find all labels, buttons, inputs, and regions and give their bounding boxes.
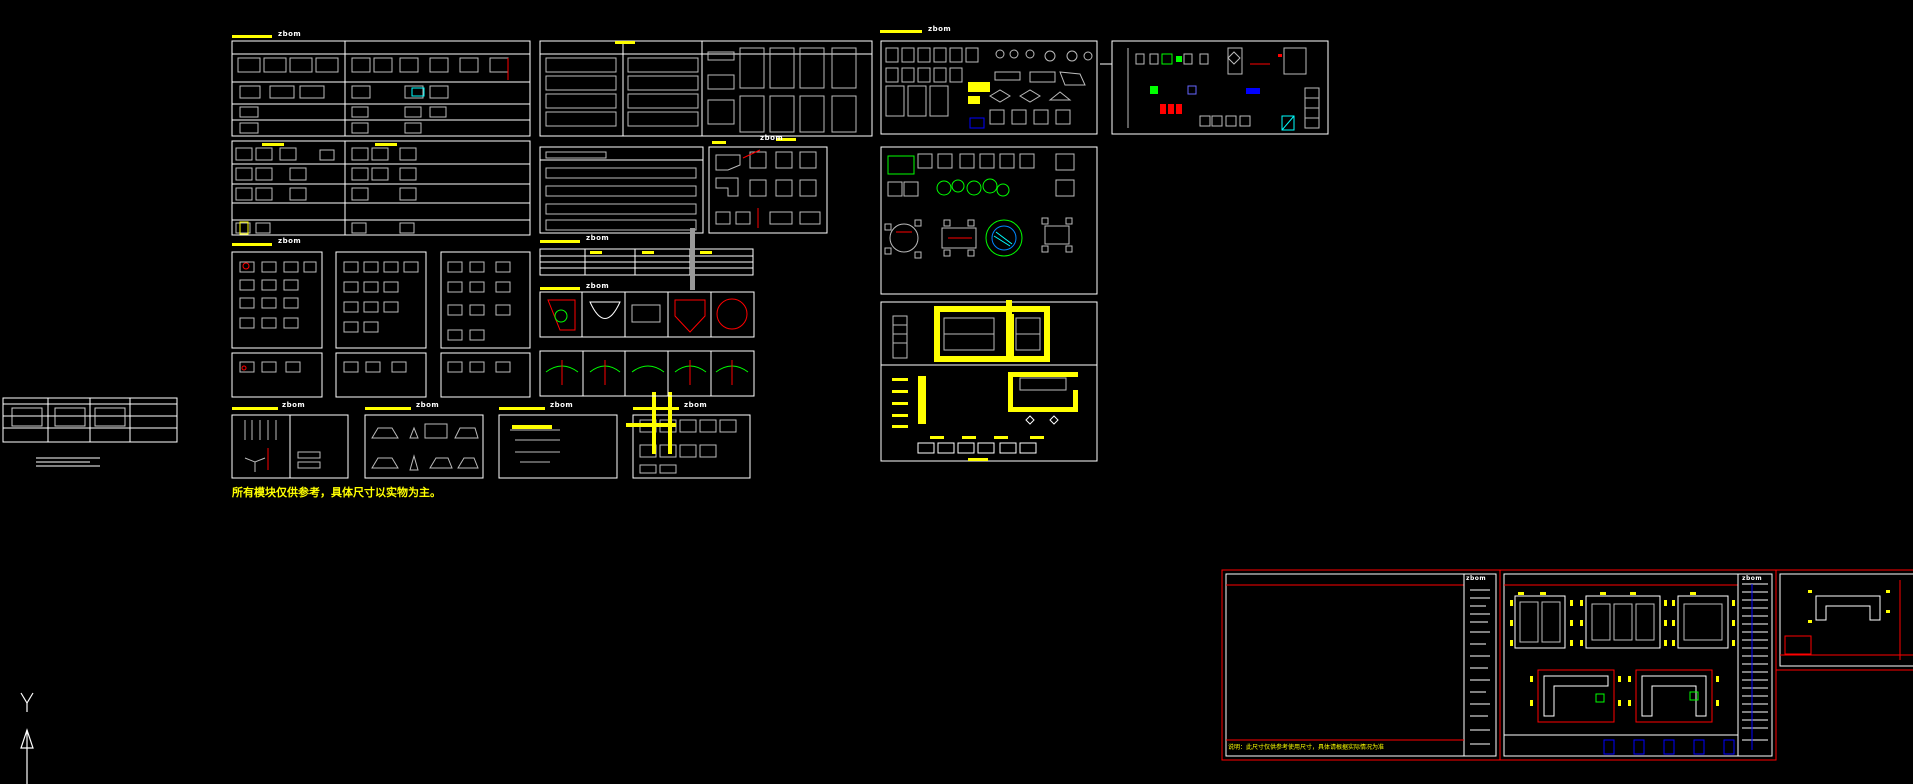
brand-bar [499,407,545,410]
brand-bar [880,30,922,33]
brand-label: zbom [282,401,306,409]
block-corner-units [539,138,828,234]
sheet-layout-1 [1221,569,1501,761]
brand-label: zbom [278,30,302,38]
brand-bar [232,35,272,38]
block-symbols [1100,40,1329,135]
brand-bar [365,407,411,410]
brand-bar [712,141,726,144]
brand-bar [540,287,580,290]
brand-label: zbom [684,401,708,409]
brand-label: zbom [1742,575,1763,582]
block-cabinet-library-1 [231,40,531,137]
left-title-block [2,397,178,467]
block-door-elevations [539,40,873,137]
sheet-note: 说明：此尺寸仅供参考使用尺寸，具体请根据实际情况为准 [1228,744,1385,751]
brand-label: zbom [416,401,440,409]
block-kitchen-plan [880,300,1098,462]
block-hardware-library [231,392,751,479]
main-note: 所有模块仅供参考，具体尺寸以实物为主。 [232,486,441,499]
brand-label: zbom [1466,575,1487,582]
brand-label: zbom [586,282,610,290]
brand-label: zbom [278,237,302,245]
brand-bar [232,243,272,246]
block-furniture-library [880,40,1098,135]
sheet-layout-3 [1775,569,1913,671]
ucs-icon [20,692,34,784]
brand-bar [633,407,679,410]
brand-label: zbom [586,234,610,242]
brand-bar [540,240,580,243]
brand-bar [232,407,278,410]
brand-label: zbom [550,401,574,409]
block-cabinet-library-2 [231,140,531,236]
sheet-layout-2 [1499,569,1777,761]
block-countertop-shapes [539,228,755,397]
brand-label: zbom [928,25,952,33]
block-dining-sets [880,146,1098,295]
block-drawer-library [231,251,531,398]
brand-label: zbom [760,134,784,142]
